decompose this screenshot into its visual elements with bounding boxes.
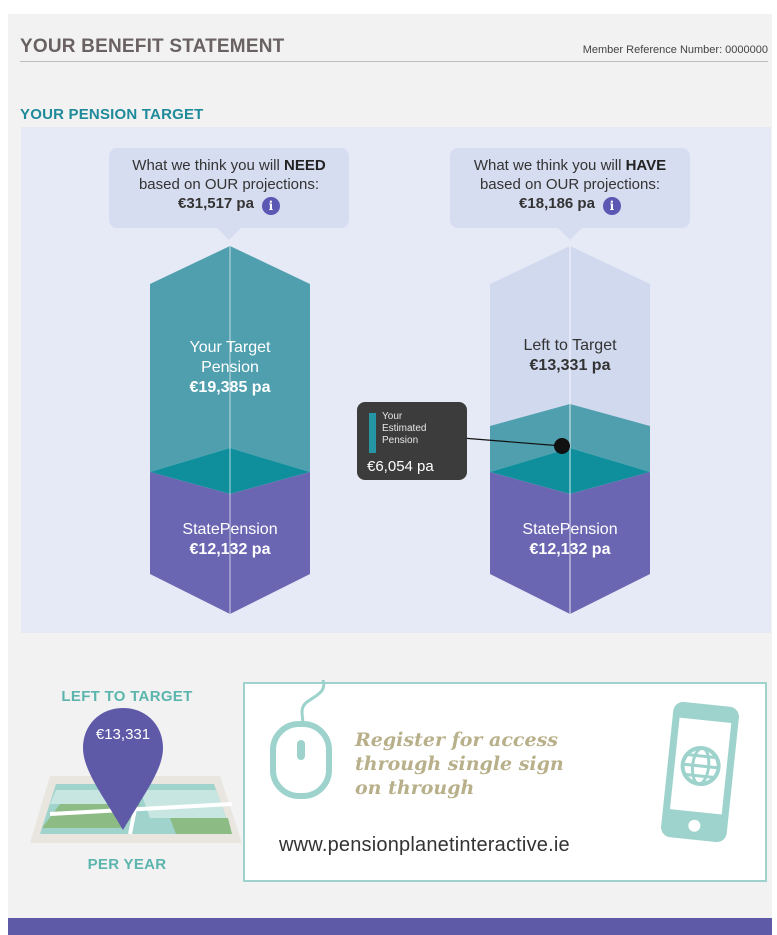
have-column: Left to Target €13,331 pa StatePension €… — [490, 246, 650, 614]
member-reference: Member Reference Number: 0000000 — [582, 44, 768, 56]
footer-bar — [8, 918, 772, 935]
left-to-target-pin-amount: €13,331 — [95, 726, 151, 743]
need-bubble: What we think you will NEED based on OUR… — [109, 148, 349, 240]
smartphone-icon — [661, 701, 739, 843]
need-column-graphic — [150, 246, 310, 614]
info-icon[interactable]: i — [602, 197, 621, 215]
need-column: Your Target Pension €19,385 pa StatePens… — [150, 246, 310, 614]
legend-swatch — [369, 413, 376, 453]
have-bubble-text: What we think you will — [473, 157, 626, 174]
need-bubble-text: What we think you will — [132, 157, 285, 174]
tooltip-pointer — [462, 437, 570, 454]
target-pension-label: Your Target Pension €19,385 pa — [150, 338, 310, 398]
target-pension-amount: €19,385 pa — [189, 379, 271, 396]
tooltip-label: Your Estimated Pension — [382, 411, 427, 446]
need-bubble-keyword: NEED — [284, 157, 326, 174]
left-to-target-label: Left to Target €13,331 pa — [490, 336, 650, 376]
have-column-graphic — [490, 246, 650, 614]
estimated-pension-tooltip: Your Estimated Pension €6,054 pa — [357, 402, 467, 480]
state-pension-label: StatePension €12,132 pa — [150, 520, 310, 560]
register-text: Register for access through single sign … — [355, 729, 564, 799]
have-amount: €18,186 pa — [519, 195, 595, 212]
mouse-icon — [270, 680, 332, 799]
state-pension-label: StatePension €12,132 pa — [490, 520, 650, 560]
promo-box: Register for access through single sign … — [243, 680, 767, 882]
have-bubble-subtext: based on OUR projections: — [479, 176, 661, 193]
page-title: YOUR BENEFIT STATEMENT — [20, 36, 285, 57]
section-title-pension-target: YOUR PENSION TARGET — [20, 106, 204, 123]
left-to-target-amount: €13,331 pa — [529, 357, 611, 374]
need-amount: €31,517 pa — [178, 195, 254, 212]
state-pension-amount: €12,132 pa — [529, 541, 611, 558]
statement-header: YOUR BENEFIT STATEMENT Member Reference … — [20, 34, 768, 62]
website-link[interactable]: www.pensionplanetinteractive.ie — [279, 834, 570, 856]
need-bubble-subtext: based on OUR projections: — [138, 176, 320, 193]
left-to-target-heading: LEFT TO TARGET — [61, 688, 193, 705]
have-bubble: What we think you will HAVE based on OUR… — [450, 148, 690, 240]
per-year-label: PER YEAR — [87, 856, 167, 873]
state-pension-amount: €12,132 pa — [189, 541, 271, 558]
estimated-pension-amount: €6,054 pa — [367, 458, 434, 475]
map-pin-icon — [30, 708, 242, 843]
info-icon[interactable]: i — [261, 197, 280, 215]
have-bubble-keyword: HAVE — [625, 157, 667, 174]
